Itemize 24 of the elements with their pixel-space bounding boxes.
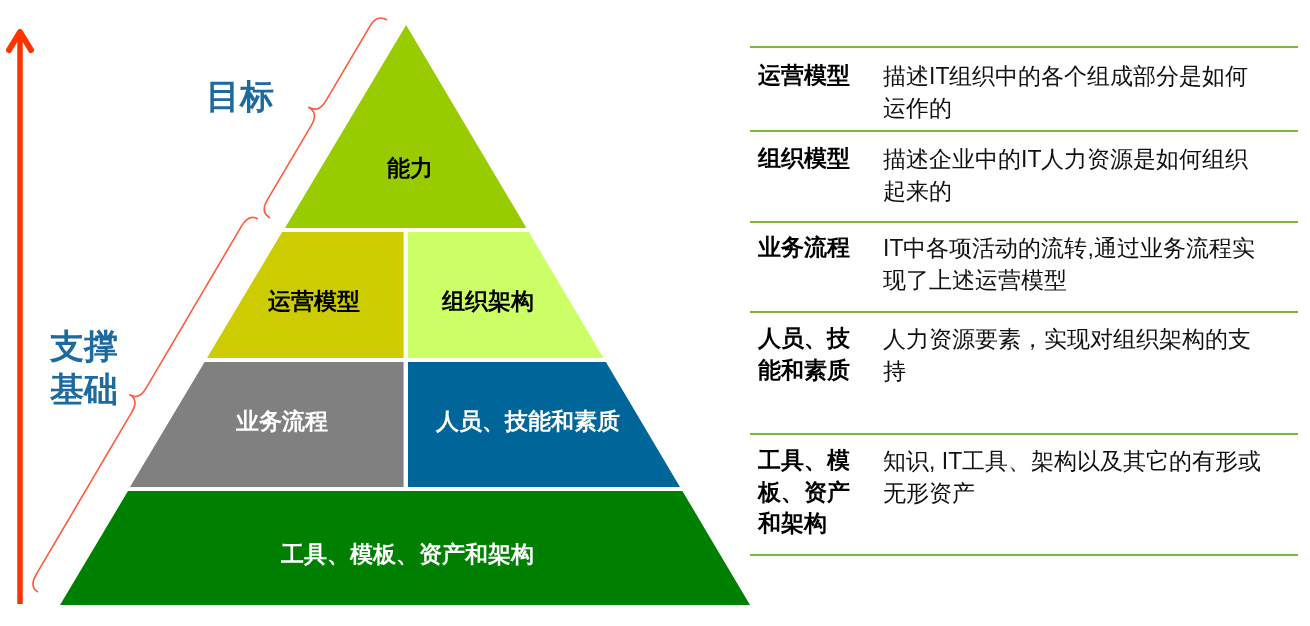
description-text: 知识, IT工具、架构以及其它的有形或无形资产 <box>883 447 1263 508</box>
pyramid-tier <box>408 232 604 358</box>
row-heading: 人员、技能和素质 <box>758 324 851 385</box>
row-heading: 工具、模板、资产和架构 <box>758 446 851 538</box>
section-label: 目标 <box>206 76 274 117</box>
tier-label: 业务流程 <box>236 407 328 435</box>
tier-label: 组织架构 <box>442 287 534 315</box>
description-text: 描述IT组织中的各个组成部分是如何运作的 <box>883 62 1250 123</box>
tier-label: 人员、技能和素质 <box>436 407 620 435</box>
pyramid-tier <box>408 362 680 487</box>
description-text: 描述企业中的IT人力资源是如何组织起来的 <box>883 145 1250 206</box>
row-heading: 业务流程 <box>758 233 851 262</box>
row-heading: 运营模型 <box>758 61 851 90</box>
section-label: 支撑基础 <box>50 326 119 410</box>
tier-label: 工具、模板、资产和架构 <box>280 540 534 568</box>
pyramid-tier <box>284 25 527 228</box>
pyramid-tier <box>207 232 404 358</box>
pyramid-tier <box>60 491 750 605</box>
description-text: IT中各项活动的流转,通过业务流程实现了上述运营模型 <box>883 234 1256 295</box>
pyramid-tier <box>130 362 404 487</box>
row-heading: 组织模型 <box>758 144 851 173</box>
tier-label: 运营模型 <box>268 287 360 315</box>
tier-label: 能力 <box>387 154 433 182</box>
description-text: 人力资源要素，实现对组织架构的支持 <box>883 325 1252 386</box>
